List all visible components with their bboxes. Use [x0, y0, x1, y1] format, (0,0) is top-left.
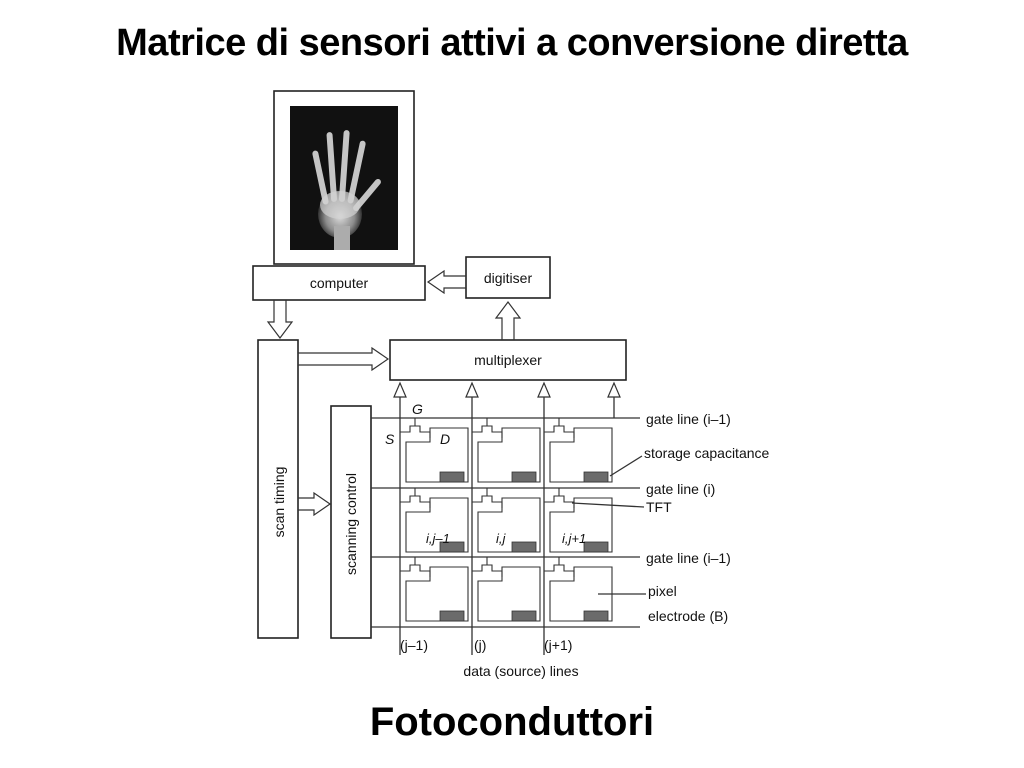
scan-timing-box	[257, 339, 299, 639]
tft-transistor-icon	[400, 557, 431, 577]
computer-box	[252, 265, 426, 301]
pixel-cell	[472, 557, 541, 622]
storage-capacitor-icon	[439, 471, 465, 483]
storage-capacitor-icon	[583, 610, 609, 622]
data-line-arrow	[537, 381, 551, 398]
drain-terminal-label: D	[440, 431, 450, 447]
electrode-label: electrode (B)	[648, 608, 728, 624]
pixel-electrode	[477, 497, 541, 553]
arrow-computer-to-scan-timing	[266, 299, 294, 339]
pixel-electrode	[405, 497, 469, 553]
pixel-cell	[400, 557, 469, 622]
tft-leader-line	[571, 502, 645, 508]
digitiser-label: digitiser	[484, 270, 533, 286]
gate-terminal-label: G	[412, 401, 423, 417]
arrow-scan-timing-to-multiplexer	[297, 346, 390, 372]
pixel-cell	[544, 557, 613, 622]
pixel-cell	[400, 488, 469, 553]
tft-label: TFT	[646, 499, 672, 515]
arrow-digitiser-to-computer	[426, 269, 467, 295]
arrow-scan-timing-to-scanning-control	[297, 491, 332, 517]
storage-capacitor-icon	[439, 610, 465, 622]
gate-line-label-bottom: gate line (i–1)	[646, 550, 731, 566]
data-line-arrow	[607, 381, 621, 398]
pixel-cell	[544, 488, 613, 553]
storage-capacitor-icon	[583, 541, 609, 553]
column-label-center: (j)	[474, 637, 486, 653]
pixel-label-right: i,j+1	[562, 531, 586, 546]
multiplexer-label: multiplexer	[474, 352, 542, 368]
column-label-left: (j–1)	[400, 637, 428, 653]
pixel-cell	[400, 418, 469, 483]
pixel-electrode	[405, 566, 469, 622]
gate-line-label-middle: gate line (i)	[646, 481, 715, 497]
tft-transistor-icon	[472, 418, 503, 438]
arrow-multiplexer-to-digitiser	[494, 301, 522, 341]
pixel-label-center: i,j	[496, 531, 507, 546]
pixel-label-left: i,j–1	[426, 531, 450, 546]
pixel-cell	[472, 488, 541, 553]
tft-transistor-icon	[472, 488, 503, 508]
storage-capacitor-icon	[439, 541, 465, 553]
storage-capacitor-icon	[511, 610, 537, 622]
gate-lines	[371, 417, 640, 628]
pixel-electrode	[477, 566, 541, 622]
pixel-grid	[400, 418, 613, 622]
pixel-electrode	[477, 427, 541, 483]
storage-capacitor-icon	[511, 541, 537, 553]
digitiser-box	[465, 256, 551, 299]
tft-transistor-icon	[472, 557, 503, 577]
pixel-electrode	[549, 566, 613, 622]
hand-xray-icon	[312, 130, 381, 250]
pixel-label: pixel	[648, 583, 677, 599]
tft-transistor-icon	[400, 488, 431, 508]
pixel-electrode	[405, 427, 469, 483]
tft-transistor-icon	[544, 557, 575, 577]
scanning-control-label: scanning control	[343, 473, 359, 575]
storage-capacitance-label: storage capacitance	[644, 445, 770, 461]
monitor	[273, 90, 415, 265]
pixel-cell	[544, 418, 613, 483]
data-lines-label: data (source) lines	[463, 663, 578, 679]
tft-transistor-icon	[544, 488, 575, 508]
data-line-arrow	[465, 381, 479, 398]
tft-transistor-icon	[400, 418, 431, 438]
pixel-electrode	[549, 427, 613, 483]
scanning-control-box	[330, 405, 372, 639]
storage-leader-line	[609, 455, 643, 477]
multiplexer-box	[389, 339, 627, 381]
scan-timing-label: scan timing	[271, 467, 287, 538]
data-lines	[393, 381, 621, 655]
column-label-right: (j+1)	[544, 637, 572, 653]
storage-capacitor-icon	[583, 471, 609, 483]
page-title: Matrice di sensori attivi a conversione …	[116, 22, 908, 64]
gate-line-label-top: gate line (i–1)	[646, 411, 731, 427]
storage-capacitor-icon	[511, 471, 537, 483]
pixel-electrode	[549, 497, 613, 553]
tft-transistor-icon	[544, 418, 575, 438]
source-terminal-label: S	[385, 431, 395, 447]
page-subtitle: Fotoconduttori	[369, 700, 655, 744]
pixel-cell	[472, 418, 541, 483]
computer-label: computer	[310, 275, 369, 291]
data-line-arrow	[393, 381, 407, 398]
